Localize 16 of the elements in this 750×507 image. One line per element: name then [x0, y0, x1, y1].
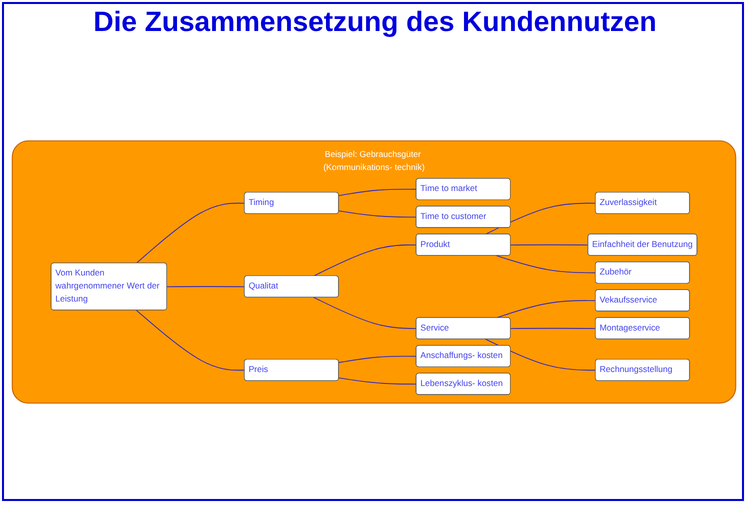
connector — [136, 202, 245, 264]
connector — [338, 188, 417, 196]
connector — [338, 356, 417, 363]
connector — [338, 210, 417, 218]
connector — [166, 286, 245, 288]
connector — [510, 328, 596, 329]
connector — [485, 202, 596, 235]
connector — [313, 297, 417, 329]
connector — [136, 310, 245, 371]
connector — [338, 377, 417, 385]
connector — [496, 300, 596, 318]
connector — [496, 255, 596, 274]
title: Die Zusammensetzung des Kundennutzen — [92, 5, 658, 39]
connector — [485, 338, 596, 371]
connector — [313, 244, 417, 276]
connector — [510, 244, 589, 246]
